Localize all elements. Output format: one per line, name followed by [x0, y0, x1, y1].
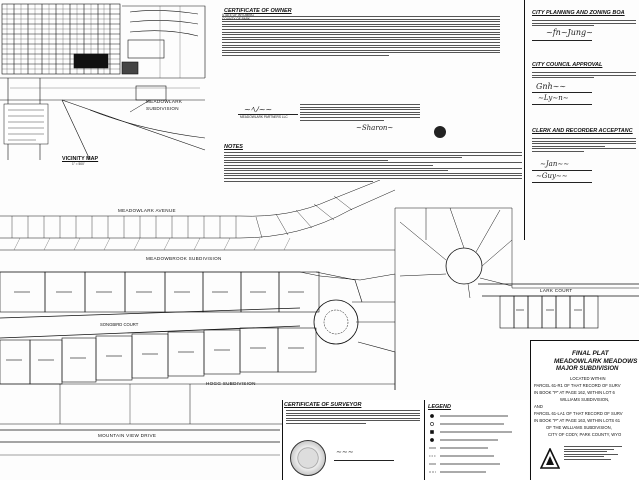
- mountain-view-drive-label: MOUNTAIN VIEW DRIVE: [98, 433, 157, 438]
- surveyor-signature: ∼∼∼: [336, 448, 354, 456]
- title-line-1: FINAL PLAT: [572, 350, 609, 357]
- hogg-subdivision-label: HOGG SUBDIVISION: [206, 381, 256, 386]
- surveyor-seal-icon: [290, 440, 326, 476]
- owner-signature: ~ﾍﾉ~~: [244, 105, 273, 114]
- legend-entries: [428, 412, 526, 478]
- city-council-header: CITY COUNCIL APPROVAL: [532, 62, 603, 68]
- planning-signature-line: [532, 40, 592, 41]
- parcel-b-line-4: CITY OF CODY, PARK COUNTY, WYO: [548, 432, 622, 437]
- owner-signature-line: [238, 114, 298, 115]
- located-within: LOCATED WITHIN: [570, 376, 606, 381]
- notary-signature: ~Sharon~: [356, 124, 394, 132]
- recorder-signature: ∼Guy∼∼: [536, 172, 568, 180]
- court-label: SONGBIRD COURT: [100, 322, 139, 327]
- engineer-info-text: [564, 446, 636, 476]
- council-signature-2: ∼Ly∼n∼: [538, 94, 569, 102]
- plat-drawing: [0, 180, 639, 456]
- certificate-owner-header: CERTIFICATE OF OWNER: [224, 8, 292, 14]
- notary-seal-icon: [434, 126, 446, 138]
- clerk-signature: ∼Jan∼∼: [540, 160, 570, 168]
- recorder-signature-line: [532, 182, 592, 183]
- council-signature-line-2: [532, 104, 592, 105]
- certificate-owner-text: [222, 16, 500, 68]
- vicinity-map-scale: 1" = 500': [72, 162, 85, 166]
- notes-text: [224, 152, 522, 196]
- lark-court-label: LARK COURT: [540, 288, 573, 293]
- parcel-a-line-1: PARCEL 61-R1 OF THAT RECORD OF SURV: [534, 383, 621, 388]
- parcel-a-line-2: IN BOOK "P" AT PAGE 162, WITHIN LOT 6: [534, 390, 615, 395]
- planning-signature: ~fn~Jung~: [546, 28, 593, 37]
- city-council-text: [532, 72, 636, 82]
- clerk-signature-line: [532, 170, 592, 171]
- title-line-2: MEADOWLARK MEADOWS: [554, 358, 638, 365]
- clerk-recorder-header: CLERK AND RECORDER ACCEPTANC: [532, 128, 633, 134]
- surveyor-signature-line: [334, 460, 394, 461]
- vicinity-subdivision-label: MEADOWLARK: [146, 99, 183, 104]
- city-planning-header: CITY PLANNING AND ZONING BOA: [532, 10, 625, 16]
- parcel-a-line-3: WILLIAMS SUBDIVISION,: [560, 397, 610, 402]
- vicinity-map-title: VICINITY MAP: [62, 156, 99, 162]
- surveyor-text: [286, 410, 420, 436]
- certificate-surveyor-header: CERTIFICATE OF SURVEYOR: [284, 402, 362, 408]
- city-planning-text: [532, 20, 636, 30]
- vicinity-map: [0, 3, 206, 161]
- parcel-b-line-2: IN BOOK "P" AT PAGE 163, WITHIN LOTS 61: [534, 418, 621, 423]
- vicinity-subdivision-label-2: SUBDIVISION: [146, 106, 179, 111]
- meadowbrook-subdivision-label: MEADOWBROOK SUBDIVISION: [146, 256, 222, 261]
- state-label: STATE OF WYOMING: [222, 13, 254, 17]
- engineer-logo-icon: [540, 448, 560, 469]
- parcel-b-line-3: OF THE WILLIAMS SUBDIVISION,: [546, 425, 612, 430]
- column-divider: [524, 0, 525, 240]
- owner-name: MEADOWLARK PARTNERS LLC: [240, 115, 288, 119]
- and-label: AND: [534, 404, 543, 409]
- clerk-recorder-text: [532, 138, 636, 178]
- parcel-b-line-1: PARCEL 61-LA1 OF THAT RECORD OF SURV: [534, 411, 623, 416]
- notary-text: [300, 104, 420, 138]
- legend-header: LEGEND: [428, 404, 451, 410]
- council-signature: Gnh∼∼: [536, 82, 567, 91]
- title-line-3: MAJOR SUBDIVISION: [556, 366, 619, 372]
- meadowlark-avenue-label: MEADOWLARK AVENUE: [118, 208, 176, 213]
- notes-header: NOTES: [224, 144, 243, 150]
- council-signature-line: [532, 92, 592, 93]
- county-label: COUNTY OF PARK: [222, 17, 251, 21]
